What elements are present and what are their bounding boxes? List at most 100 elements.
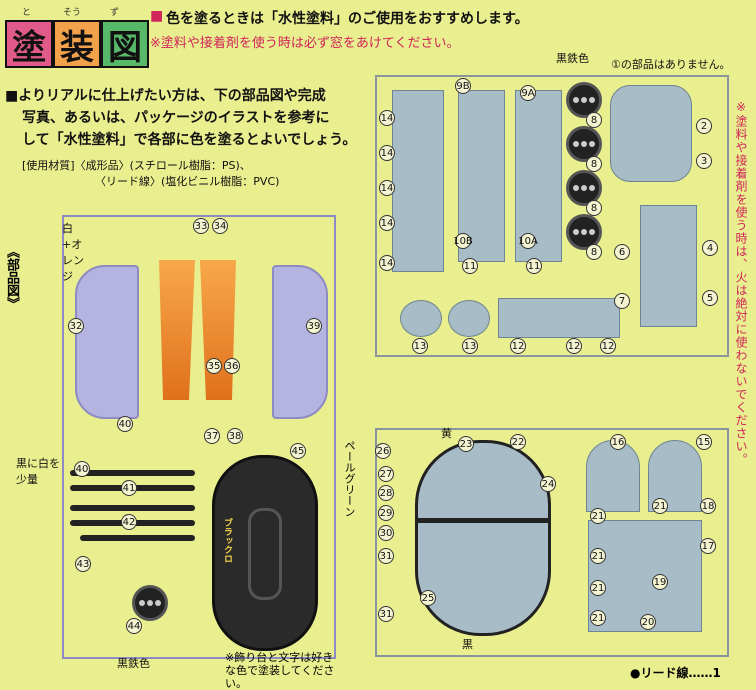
note-bullet: ■ <box>150 8 164 24</box>
part-number: 21 <box>590 508 606 524</box>
note-part-1: ①の部品はありません。 <box>611 58 731 71</box>
side-warning: ※塗料や接着剤を使う時は、火は絶対に使わないでください。 <box>734 100 748 466</box>
note-line-2: ※塗料や接着剤を使う時は必ず窓をあけてください。 <box>150 36 460 51</box>
part-number: 32 <box>68 318 84 334</box>
part-number: 8 <box>586 244 602 260</box>
left-sprue-frame <box>62 215 336 659</box>
label-white-orange: 白+オレンジ <box>62 222 84 283</box>
part-number: 14 <box>379 255 395 271</box>
part-number: 45 <box>290 443 306 459</box>
part-number: 6 <box>614 244 630 260</box>
display-stand: ブラックロ <box>212 455 318 651</box>
part-number: 12 <box>510 338 526 354</box>
part-number: 21 <box>590 580 606 596</box>
intro-line-3: して「水性塗料」で各部に色を塗るとよいでしょう。 <box>22 132 357 148</box>
title-block: 塗 装 図 <box>5 20 149 68</box>
part-number: 43 <box>75 556 91 572</box>
part-number: 21 <box>590 610 606 626</box>
label-pale-green: ペールグリーン <box>343 440 356 517</box>
right-fin-part <box>272 265 328 419</box>
label-black: 黒 <box>462 638 473 651</box>
part-number: 16 <box>610 434 626 450</box>
right-top-sprue-frame <box>375 75 729 357</box>
panel-part-4-5 <box>640 205 697 327</box>
part-number: 12 <box>566 338 582 354</box>
title-ruby-3: ず <box>110 8 120 18</box>
left-fin-part <box>75 265 139 419</box>
part-number: 8 <box>586 156 602 172</box>
part-number: 38 <box>227 428 243 444</box>
lead-wire-note: ●リード線……1 <box>630 666 721 680</box>
part-number: 9A <box>520 85 536 101</box>
part-number: 30 <box>378 525 394 541</box>
right-bottom-sprue-frame <box>375 428 729 657</box>
part-number: 42 <box>121 514 137 530</box>
stand-inner-ring <box>248 508 282 600</box>
part-number: 7 <box>614 293 630 309</box>
part-number: 14 <box>379 215 395 231</box>
part-number: 15 <box>696 434 712 450</box>
title-char-3: 図 <box>101 20 149 68</box>
title-char-2: 装 <box>53 20 101 68</box>
label-black-white: 黒に白を少量 <box>16 457 60 486</box>
part-number: 20 <box>640 614 656 630</box>
part-number: 31 <box>378 606 394 622</box>
part-number: 5 <box>702 290 718 306</box>
part-number: 8 <box>586 112 602 128</box>
panel-part-21 <box>588 520 702 632</box>
stand-logo-text: ブラックロ <box>222 518 232 563</box>
part-number: 8 <box>586 200 602 216</box>
part-number: 28 <box>378 485 394 501</box>
panel-part-13b <box>448 300 490 337</box>
panel-part-12 <box>498 298 620 338</box>
part-number: 34 <box>212 218 228 234</box>
parts-diagram-label: 《部品図》 <box>4 245 19 310</box>
part-number: 40 <box>74 461 90 477</box>
part-number: 26 <box>375 443 391 459</box>
part-number: 14 <box>379 180 395 196</box>
part-number: 12 <box>600 338 616 354</box>
intro-line-2: 写真、あるいは、パッケージのイラストを参考に <box>22 110 330 126</box>
orange-part-right <box>200 260 236 400</box>
part-number: 37 <box>204 428 220 444</box>
part-number: 22 <box>510 434 526 450</box>
title-char-1: 塗 <box>5 20 53 68</box>
part-number: 14 <box>379 110 395 126</box>
part-number: 35 <box>206 358 222 374</box>
part-number: 3 <box>696 153 712 169</box>
part-number: 18 <box>700 498 716 514</box>
part-number: 19 <box>652 574 668 590</box>
part-number: 10A <box>518 233 538 249</box>
part-number: 21 <box>590 548 606 564</box>
stand-note: ※飾り台と文字は好きな色で塗装してください。 <box>225 651 335 690</box>
title-ruby-2: そう <box>63 8 82 18</box>
part-number: 24 <box>540 476 556 492</box>
part-number: 39 <box>306 318 322 334</box>
label-gunmetal-right: 黒鉄色 <box>556 52 589 65</box>
part-number: 14 <box>379 145 395 161</box>
panel-part-16 <box>586 440 640 512</box>
gunmetal-wheel-44 <box>132 585 168 621</box>
part-number: 13 <box>412 338 428 354</box>
part-number: 27 <box>378 466 394 482</box>
black-rod-3 <box>70 505 195 511</box>
part-number: 9B <box>455 78 471 94</box>
part-number: 10B <box>453 233 473 249</box>
part-number: 11 <box>526 258 542 274</box>
part-number: 41 <box>121 480 137 496</box>
black-rod-1 <box>70 470 195 476</box>
orange-part-left <box>159 260 195 400</box>
hull-bottom-part <box>415 520 551 636</box>
materials-line-2: 〈リード線〉(塩化ビニル樹脂：PVC) <box>95 175 280 188</box>
panel-part-14 <box>392 90 444 272</box>
black-rod-5 <box>80 535 195 541</box>
part-number: 11 <box>462 258 478 274</box>
note-line-1: 色を塗るときは「水性塗料」のご使用をおすすめします。 <box>166 11 529 27</box>
part-number: 29 <box>378 505 394 521</box>
label-gunmetal-left: 黒鉄色 <box>117 657 150 670</box>
part-number: 25 <box>420 590 436 606</box>
part-number: 31 <box>378 548 394 564</box>
title-ruby-1: と <box>22 8 32 18</box>
part-number: 2 <box>696 118 712 134</box>
part-number: 33 <box>193 218 209 234</box>
